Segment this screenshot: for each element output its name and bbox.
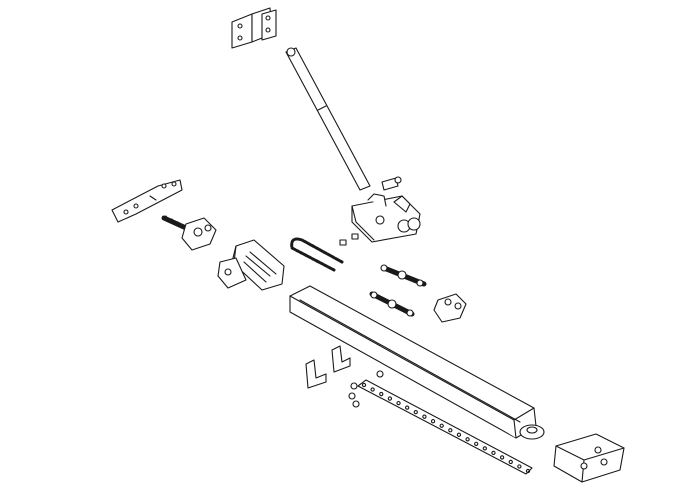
rack-hole bbox=[448, 428, 453, 433]
rack-hole bbox=[525, 468, 531, 474]
rack-hole bbox=[430, 419, 436, 424]
pulley-shaft-upper bbox=[380, 264, 427, 287]
rack-hole bbox=[361, 382, 367, 388]
trolley-carriage bbox=[351, 193, 421, 243]
rack-hole bbox=[370, 387, 375, 392]
rack-hole bbox=[499, 455, 505, 460]
header-bracket bbox=[111, 179, 183, 223]
belt-tensioner-block bbox=[433, 293, 467, 323]
clevis-pin bbox=[381, 176, 402, 191]
rack-hole bbox=[465, 437, 470, 442]
rack-hole bbox=[482, 446, 487, 451]
rack-hole bbox=[379, 391, 384, 397]
chain-connectors bbox=[339, 233, 359, 246]
pulley-shaft-lower bbox=[369, 291, 415, 317]
rail-end-cap bbox=[519, 424, 545, 440]
bolts-nuts bbox=[348, 370, 384, 408]
rack-hole bbox=[439, 423, 444, 428]
rack-hole bbox=[508, 459, 513, 465]
tension-spring-bolt bbox=[161, 215, 217, 251]
rack-hole bbox=[396, 400, 401, 406]
rack-hole bbox=[456, 432, 462, 437]
rack-hole bbox=[474, 441, 479, 446]
rack-hole bbox=[491, 450, 496, 456]
rack-hole bbox=[422, 414, 427, 419]
rack-hole bbox=[405, 405, 410, 410]
door-hinge-bracket bbox=[231, 7, 277, 49]
belt-pulley-housing bbox=[217, 239, 285, 291]
rack-hole bbox=[387, 396, 393, 401]
rack-hole bbox=[517, 464, 522, 469]
rack-hole bbox=[413, 410, 418, 415]
drive-chain bbox=[290, 237, 344, 272]
door-arm bbox=[285, 47, 371, 191]
mounting-angle-brackets bbox=[305, 345, 351, 389]
motor-head-unit bbox=[553, 433, 625, 483]
perforated-rack-strip bbox=[357, 379, 533, 475]
